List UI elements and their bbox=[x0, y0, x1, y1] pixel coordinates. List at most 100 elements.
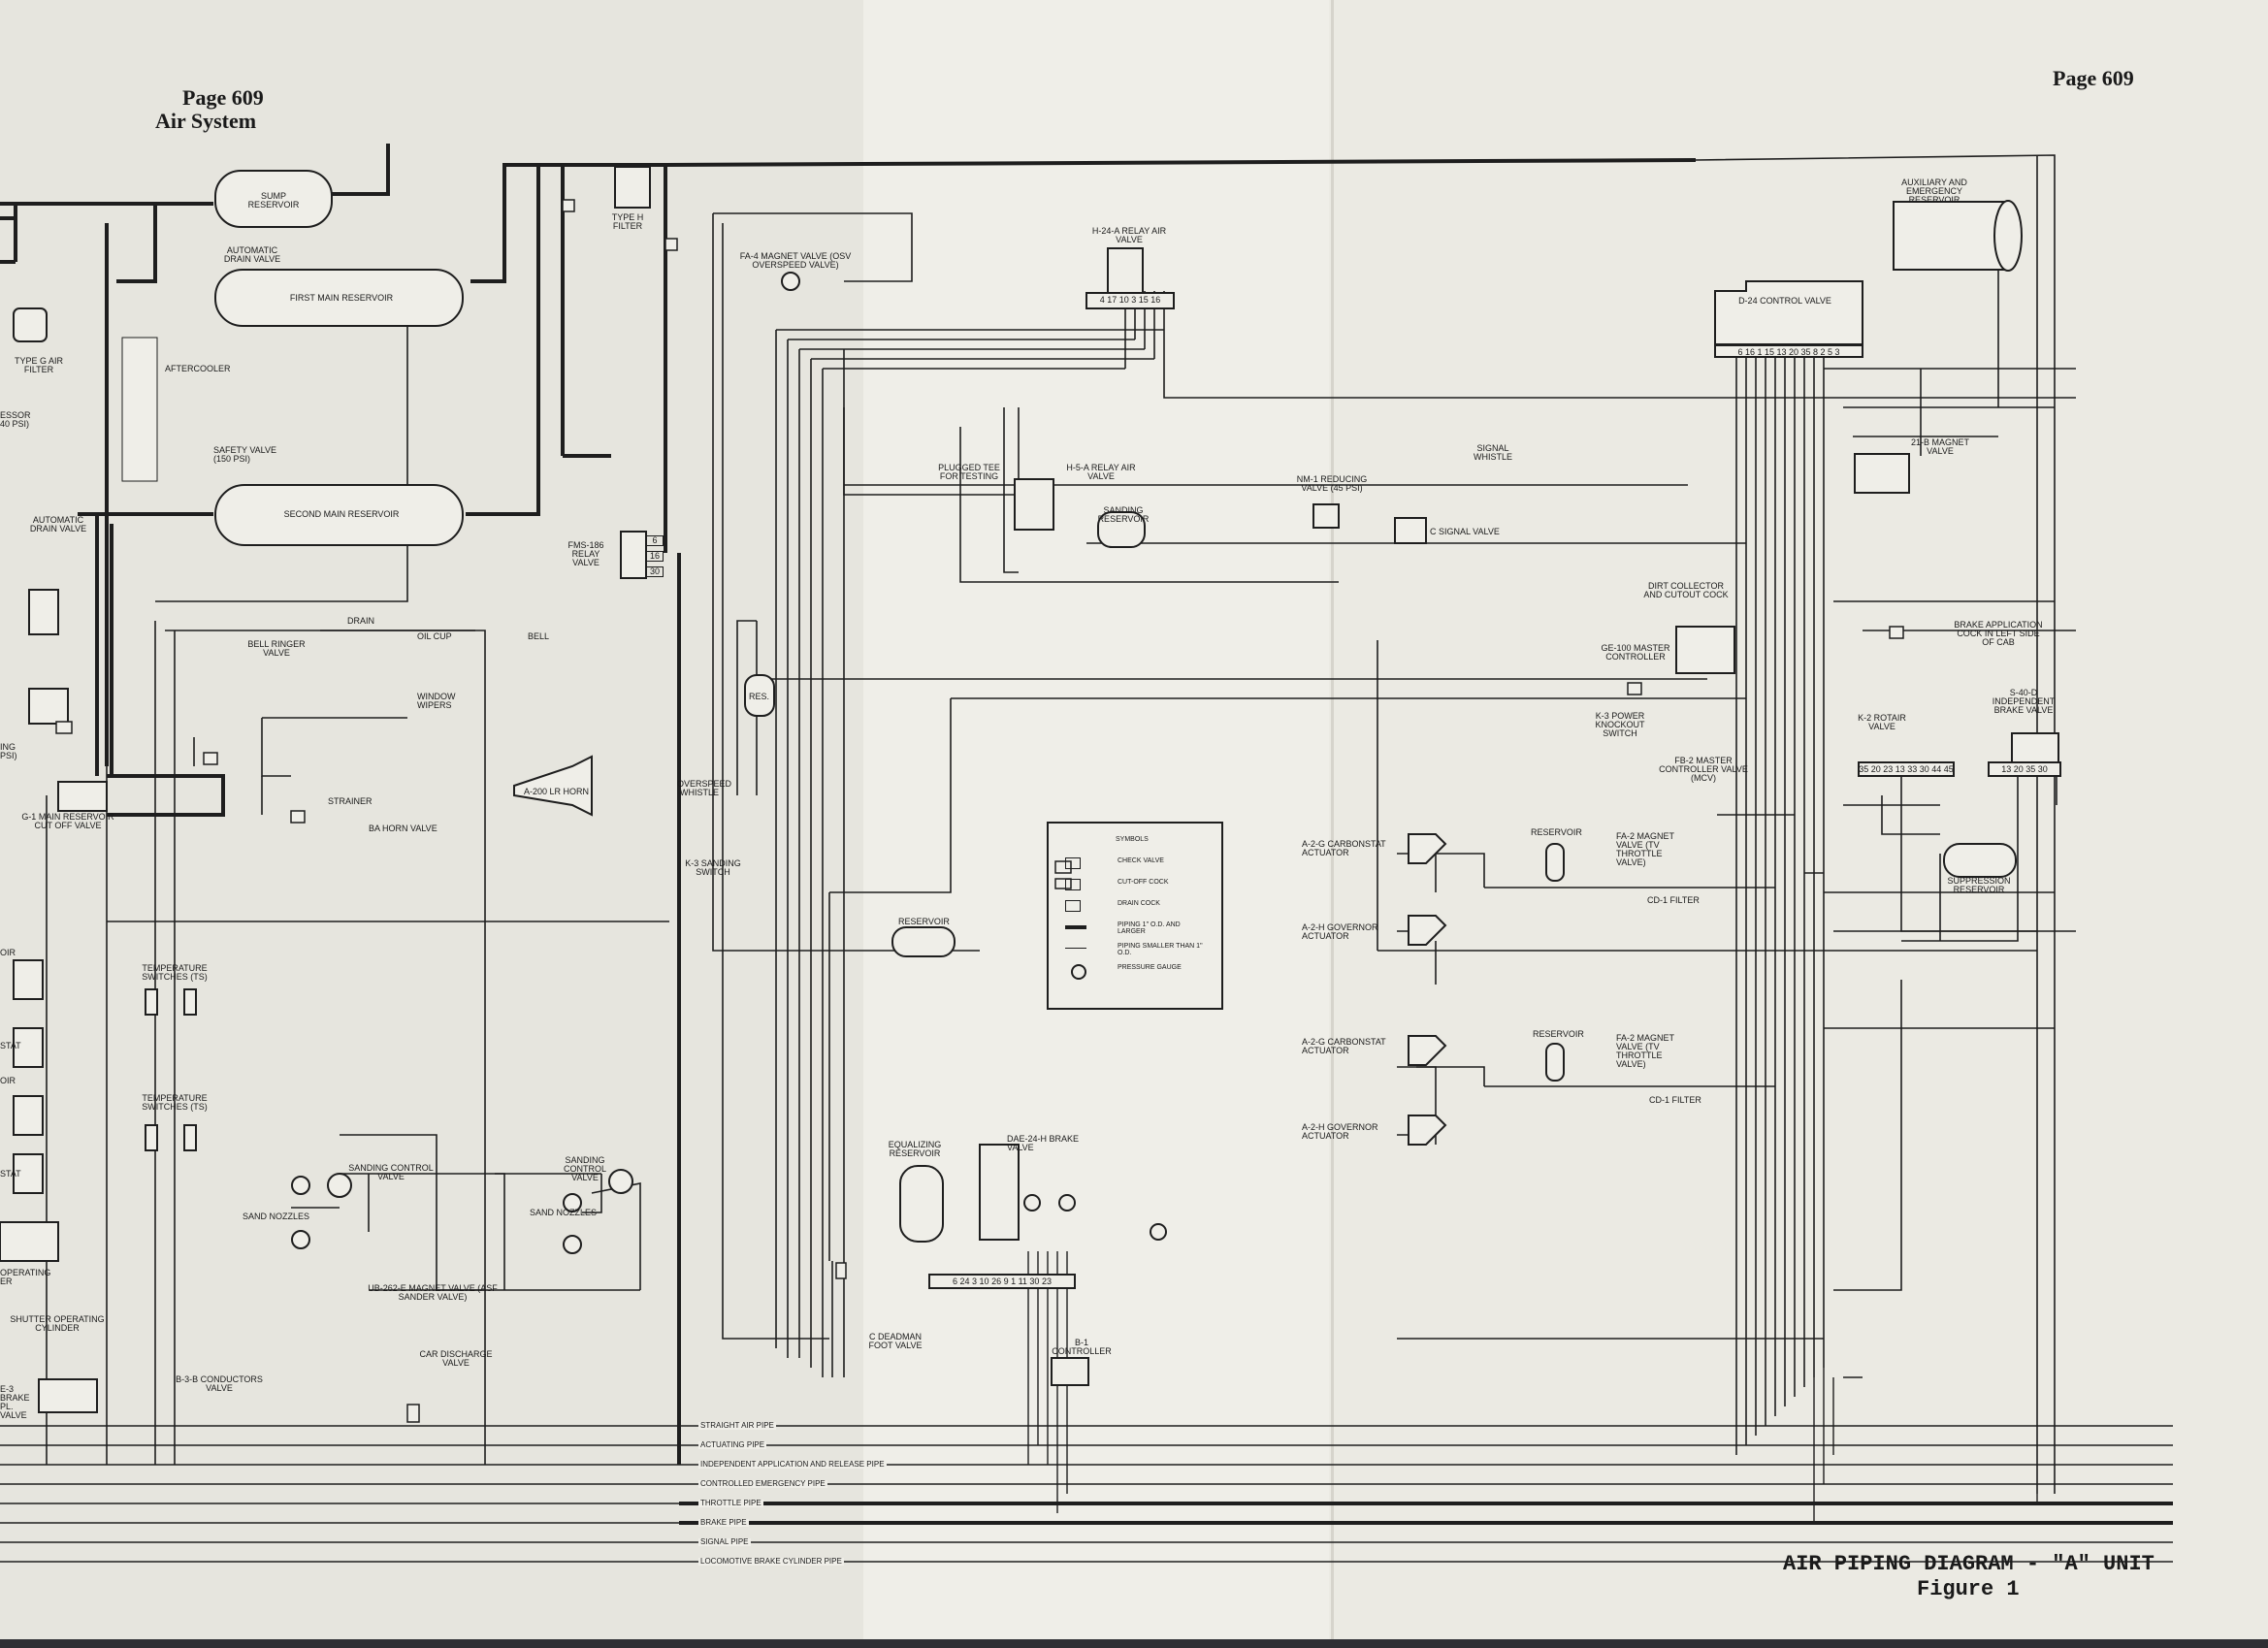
label-bell: BELL bbox=[528, 631, 550, 641]
label-second-main-reservoir: SECOND MAIN RESERVOIR bbox=[283, 509, 400, 519]
label-k3-power-knockout-switch: K-3 POWER KNOCKOUT SWITCH bbox=[1595, 711, 1645, 738]
s40d-body bbox=[2011, 732, 2059, 763]
edge-fragment-label: OIR bbox=[0, 1076, 16, 1085]
d24-ports-strip bbox=[1714, 344, 1863, 358]
edge-fragment-label: STAT bbox=[0, 1169, 21, 1179]
label-d24-ports: 6 16 1 15 13 20 35 8 2 5 3 bbox=[1737, 347, 1840, 357]
label-fms186-relay-valve: FMS-186 RELAY VALVE bbox=[567, 540, 604, 567]
pressure-gauge-icon bbox=[1065, 964, 1086, 974]
label-h5a-relay-air-valve: H-5-A RELAY AIR VALVE bbox=[1066, 463, 1136, 481]
label-magnet-21b-valve: 21-B MAGNET VALVE bbox=[1911, 437, 1970, 456]
label-a2g-carbonstat-1: A-2-G CARBONSTAT ACTUATOR bbox=[1302, 839, 1386, 857]
label-dae24h-brake-valve: DAE-24-H BRAKE VALVE bbox=[1007, 1134, 1080, 1152]
legend-item-label: PIPING SMALLER THAN 1" O.D. bbox=[1118, 943, 1203, 956]
first-main-reservoir-tank bbox=[214, 269, 464, 327]
sump-reservoir-tank bbox=[214, 170, 333, 228]
label-ge100-master-controller: GE-100 MASTER CONTROLLER bbox=[1601, 643, 1670, 662]
label-temperature-switches-1: TEMPERATURE SWITCHES (TS) bbox=[142, 963, 208, 982]
label-fa2-magnet-valve-2: FA-2 MAGNET VALVE (TV THROTTLE VALVE) bbox=[1616, 1033, 1674, 1069]
dae24-body bbox=[979, 1144, 1020, 1241]
right-verticals bbox=[1377, 154, 2076, 1494]
pipe-bundle-heavy bbox=[679, 1502, 2173, 1525]
a2h-1-body bbox=[1408, 915, 1447, 946]
legend-item-label: CUT-OFF COCK bbox=[1118, 879, 1169, 886]
heavy-pipe-icon bbox=[1065, 925, 1086, 929]
label-a2h-governor-2: A-2-H GOVERNOR ACTUATOR bbox=[1302, 1122, 1378, 1141]
label-sand-nozzles-right: SAND NOZZLES bbox=[530, 1208, 598, 1217]
right-page-number: Page 609 bbox=[2053, 66, 2134, 90]
pipe-label: CONTROLLED EMERGENCY PIPE bbox=[698, 1479, 827, 1488]
fms186-port: 30 bbox=[646, 566, 664, 577]
cut-off-cock-icon bbox=[1065, 879, 1081, 890]
h5a-body bbox=[1014, 478, 1054, 531]
figure-title: AIR PIPING DIAGRAM - "A" UNIT bbox=[1783, 1552, 2155, 1576]
b1-controller-body bbox=[1051, 1357, 1089, 1386]
aftercooler-body bbox=[121, 337, 158, 482]
dae24-ports-strip bbox=[928, 1274, 1076, 1289]
label-cd1-filter-1: CD-1 FILTER bbox=[1647, 895, 1700, 905]
label-compressor-fragment: ESSOR 40 PSI) bbox=[0, 410, 31, 429]
pipe-label: ACTUATING PIPE bbox=[698, 1440, 767, 1449]
label-reservoir-lower: RESERVOIR bbox=[1533, 1029, 1584, 1039]
label-operating-cylinder-fragment: OPERATING ER bbox=[0, 1268, 51, 1286]
label-oil-cup: OIL CUP bbox=[417, 631, 452, 641]
label-temperature-switches-2: TEMPERATURE SWITCHES (TS) bbox=[142, 1093, 208, 1112]
fms186-port: 16 bbox=[646, 551, 664, 562]
h24a-ports-strip bbox=[1085, 292, 1175, 309]
label-g1-main-reservoir-cutoff: G-1 MAIN RESERVOIR CUT OFF VALVE bbox=[21, 812, 114, 830]
label-s40d-ports: 13 20 35 30 bbox=[2001, 764, 2048, 774]
horn-body bbox=[513, 755, 593, 817]
label-plugged-tee: PLUGGED TEE FOR TESTING bbox=[938, 463, 1000, 481]
label-b1-controller: B-1 CONTROLLER bbox=[1052, 1338, 1112, 1356]
label-dirt-collector: DIRT COLLECTOR AND CUTOUT COCK bbox=[1643, 581, 1729, 599]
label-signal-whistle: SIGNAL WHISTLE bbox=[1473, 443, 1512, 462]
pipe-label: STRAIGHT AIR PIPE bbox=[698, 1421, 776, 1430]
legend-item-label: PRESSURE GAUGE bbox=[1118, 964, 1182, 971]
label-a2g-carbonstat-2: A-2-G CARBONSTAT ACTUATOR bbox=[1302, 1037, 1386, 1055]
reservoir-lower-tank bbox=[1545, 1043, 1565, 1082]
label-c-deadman-foot-valve: C DEADMAN FOOT VALVE bbox=[868, 1332, 923, 1350]
suppression-reservoir-tank bbox=[1943, 843, 2017, 878]
equalizing-reservoir-tank bbox=[899, 1165, 944, 1243]
label-b3b-conductors-valve: B-3-B CONDUCTORS VALVE bbox=[176, 1374, 263, 1393]
legend-item-label: PIPING 1" O.D. AND LARGER bbox=[1118, 921, 1181, 935]
label-car-discharge-valve: CAR DISCHARGE VALVE bbox=[419, 1349, 493, 1368]
left-page-number: Page 609 bbox=[182, 85, 264, 110]
sanding-control-valve-left-symbol bbox=[327, 1173, 352, 1198]
label-ub262e-magnet-valve: UB-262-E MAGNET VALVE (ASF SANDER VALVE) bbox=[368, 1283, 498, 1302]
light-pipe-icon bbox=[1065, 948, 1086, 949]
pipe-label: THROTTLE PIPE bbox=[698, 1499, 763, 1507]
label-brake-application-cock: BRAKE APPLICATION COCK IN LEFT SIDE OF C… bbox=[1954, 620, 2043, 647]
label-brake-fragment: E-3 BRAKE PL. VALVE bbox=[0, 1384, 30, 1420]
label-k2-ports: 35 20 23 13 33 30 44 45 bbox=[1859, 764, 1954, 774]
k2-ports-strip bbox=[1858, 761, 1955, 777]
label-a200-lr-horn: A-200 LR HORN bbox=[524, 787, 590, 796]
pipe-label: INDEPENDENT APPLICATION AND RELEASE PIPE bbox=[698, 1460, 887, 1469]
fa4-valve-symbol bbox=[781, 272, 800, 291]
edge-fragment-label: STAT bbox=[0, 1041, 21, 1050]
label-fb2-master-controller-valve: FB-2 MASTER CONTROLLER VALVE (MCV) bbox=[1659, 756, 1748, 783]
edge-fragment-label: OIR bbox=[0, 948, 16, 957]
label-safety-valve: SAFETY VALVE (150 PSI) bbox=[213, 445, 277, 464]
h24a-body bbox=[1107, 247, 1144, 294]
label-type-g-air-filter: TYPE G AIR FILTER bbox=[14, 356, 63, 374]
label-bell-ringer-valve: BELL RINGER VALVE bbox=[247, 639, 306, 658]
legend-gauge-icon bbox=[1071, 964, 1086, 980]
central-verticals bbox=[712, 212, 1824, 1377]
pipe-label: BRAKE PIPE bbox=[698, 1518, 749, 1527]
label-res: RES. bbox=[749, 692, 770, 701]
label-fa4-magnet-valve: FA-4 MAGNET VALVE (OSV OVERSPEED VALVE) bbox=[739, 251, 852, 270]
label-first-main-reservoir: FIRST MAIN RESERVOIR bbox=[289, 293, 394, 303]
c-signal-valve-body bbox=[1394, 517, 1427, 544]
bottom-edge bbox=[0, 1639, 2268, 1648]
label-type-h-filter: TYPE H FILTER bbox=[611, 212, 644, 231]
reservoir-upper-tank bbox=[1545, 843, 1565, 882]
label-h24a-relay-air-valve: H-24-A RELAY AIR VALVE bbox=[1091, 226, 1167, 244]
res-tank bbox=[744, 674, 775, 717]
legend-box bbox=[1047, 822, 1223, 1010]
label-strainer: STRAINER bbox=[328, 796, 373, 806]
label-equalizing-reservoir: EQUALIZING RESERVOIR bbox=[888, 1140, 942, 1158]
pipe-label: LOCOMOTIVE BRAKE CYLINDER PIPE bbox=[698, 1557, 844, 1566]
edge-fragment-label: ING PSI) bbox=[0, 742, 17, 760]
